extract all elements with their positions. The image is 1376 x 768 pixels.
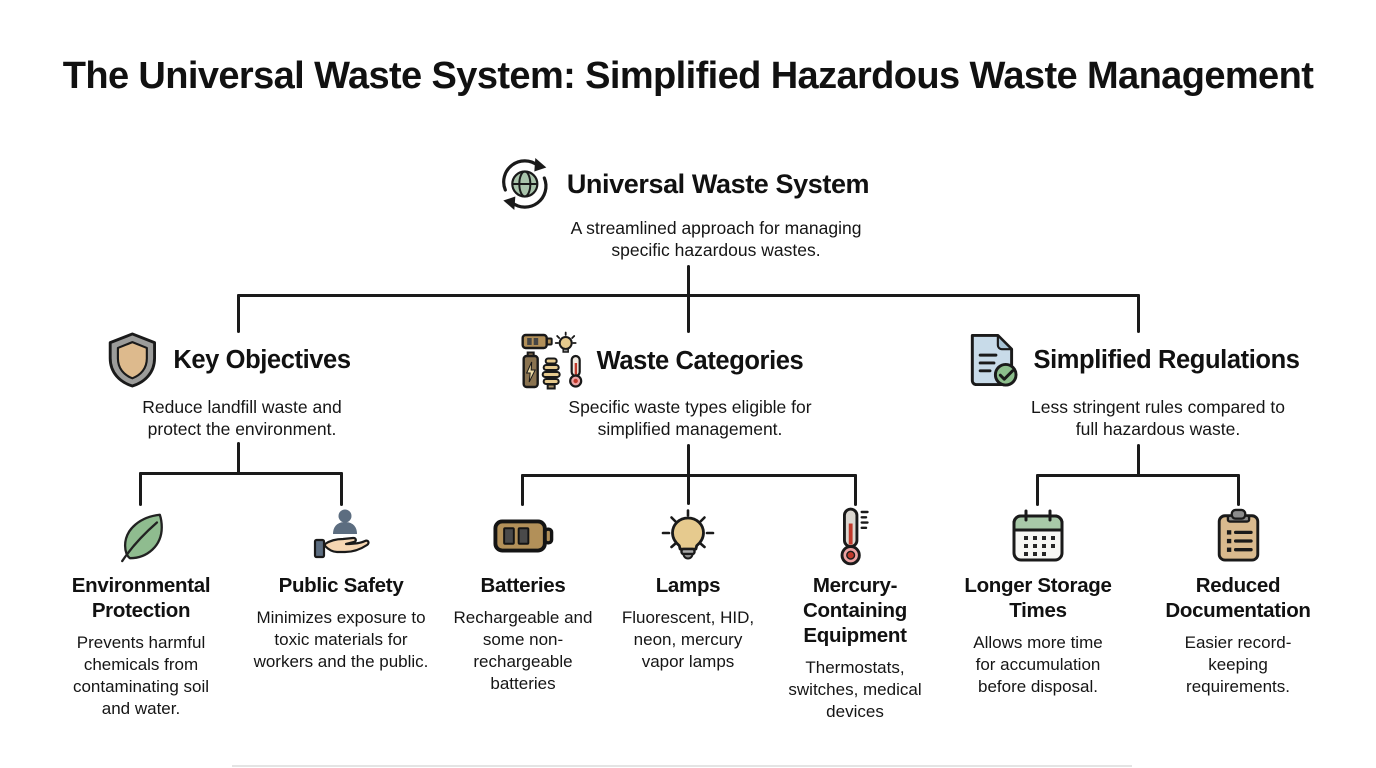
bottom-divider <box>232 765 1132 767</box>
page-title: The Universal Waste System: Simplified H… <box>62 55 1314 97</box>
leaf-icon-box <box>1211 505 1265 567</box>
connector-root-stem <box>686 265 690 296</box>
leaf-title: Environmental Protection <box>71 574 211 622</box>
leaf-description: Minimizes exposure to toxic materials fo… <box>253 608 429 671</box>
leaf-icon-box <box>657 505 719 567</box>
leaf-mercury-equipment: Mercury-Containing Equipment Thermostats… <box>785 505 925 723</box>
connector-branch1-stem <box>236 294 240 333</box>
leaf-description: Fluorescent, HID, neon, mercury vapor la… <box>621 608 755 671</box>
connector-ko-stem <box>237 442 240 474</box>
leaf-description: Thermostats, switches, medical devices <box>788 658 922 721</box>
leaf-public-safety: Public Safety Minimizes exposure to toxi… <box>241 505 441 673</box>
branch-simplified-regulations-subtitle: Less stringent rules compared to full ha… <box>1031 397 1285 439</box>
leaf-icon-box <box>1010 505 1066 567</box>
leaf-icon-box <box>831 505 879 567</box>
connector-wc-stem <box>686 444 690 475</box>
leaf-title: Public Safety <box>278 574 404 597</box>
leaf-description: Allows more time for accumulation before… <box>973 633 1103 696</box>
shield-icon <box>108 332 157 388</box>
branch-key-objectives-header: Key Objectives <box>105 331 351 389</box>
connector-ko-right-stem <box>340 472 343 506</box>
leaf-description: Prevents harmful chemicals from contamin… <box>72 633 210 718</box>
leaf-icon <box>120 513 163 563</box>
connector-sr-stem <box>1136 444 1140 475</box>
branch-key-objectives-subtitle: Reduce landfill waste and protect the en… <box>142 397 342 439</box>
leaf-title: Reduced Documentation <box>1165 574 1311 622</box>
branch-waste-categories-title: Waste Categories <box>596 346 804 375</box>
document-check-icon <box>970 333 1018 387</box>
connector-sr-left-stem <box>1036 474 1039 506</box>
connector-wc-center-stem <box>686 474 690 505</box>
connector-branch3-stem <box>1136 294 1140 333</box>
leaf-longer-storage-times: Longer Storage Times Allows more time fo… <box>958 505 1118 698</box>
leaf-reduced-documentation: Reduced Documentation Easier record-keep… <box>1151 505 1326 698</box>
battery-icon <box>492 519 553 553</box>
thermometer-icon <box>840 507 869 566</box>
leaf-description: Rechargeable and some non-rechargeable b… <box>453 608 593 693</box>
waste-items-icon <box>521 331 583 390</box>
leaf-icon-box <box>311 505 371 567</box>
leaf-icon-box <box>114 505 168 567</box>
leaf-environmental-protection: Environmental Protection Prevents harmfu… <box>59 505 224 720</box>
root-subtitle: A streamlined approach for managing spec… <box>570 218 862 260</box>
branch-waste-categories-header: Waste Categories <box>521 331 804 391</box>
leaf-title: Mercury-Containing Equipment <box>802 574 908 647</box>
connector-sr-horizontal <box>1036 474 1240 477</box>
calendar-icon <box>1012 509 1064 562</box>
branch-simplified-regulations-title: Simplified Regulations <box>1033 345 1300 374</box>
globe-recycle-icon <box>502 158 548 210</box>
leaf-title: Batteries <box>480 574 566 597</box>
branch-waste-categories-subtitle: Specific waste types eligible for simpli… <box>568 397 812 439</box>
branch-simplified-regulations-header: Simplified Regulations <box>964 331 1300 389</box>
leaf-title: Lamps <box>655 574 721 597</box>
root-title: Universal Waste System <box>566 168 870 199</box>
connector-wc-right-stem <box>854 474 857 506</box>
connector-sr-right-stem <box>1237 474 1240 506</box>
leaf-description: Easier record-keeping requirements. <box>1184 633 1292 696</box>
hand-holding-person-icon <box>313 509 370 559</box>
branch-key-objectives-title: Key Objectives <box>173 345 351 374</box>
leaf-lamps: Lamps Fluorescent, HID, neon, mercury va… <box>613 505 763 673</box>
connector-wc-left-stem <box>521 474 524 506</box>
leaf-icon-box <box>492 505 554 567</box>
leaf-title: Longer Storage Times <box>964 574 1112 622</box>
clipboard-icon <box>1217 508 1259 562</box>
root-node-header: Universal Waste System <box>497 156 870 212</box>
connector-ko-horizontal <box>139 472 343 475</box>
leaf-batteries: Batteries Rechargeable and some non-rech… <box>446 505 601 695</box>
connector-ko-left-stem <box>139 472 142 506</box>
lightbulb-icon <box>661 509 715 560</box>
connector-branch2-stem <box>686 294 690 333</box>
